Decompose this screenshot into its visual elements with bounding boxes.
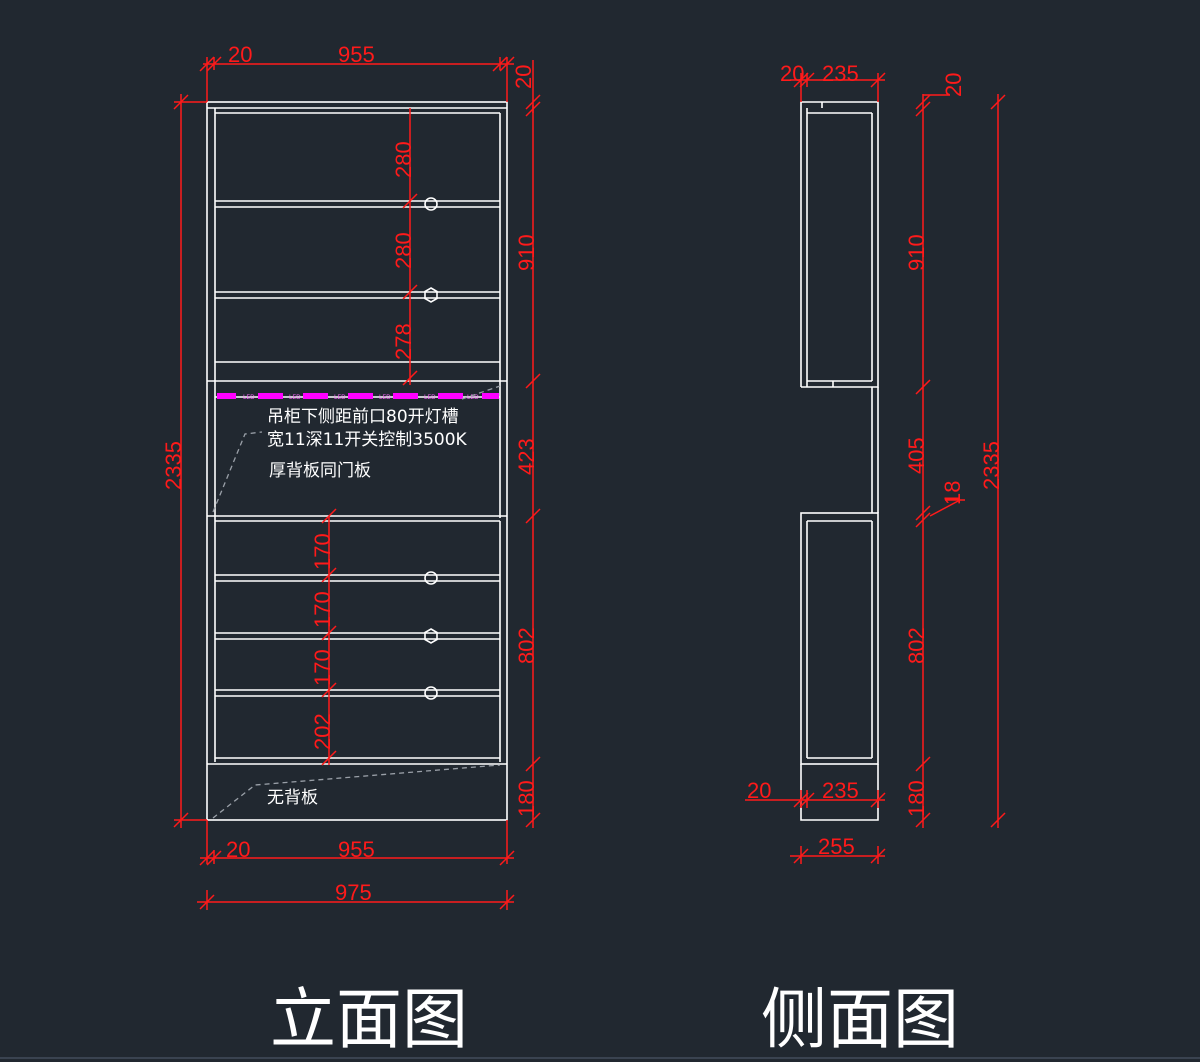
upper-shelf: [215, 200, 500, 208]
front-outer-frame: [206, 101, 508, 821]
thick-back-note: 厚背板同门板: [269, 461, 371, 481]
leader-line: [461, 385, 501, 400]
front-elevation: [206, 101, 508, 821]
shelf-pin-icon: [424, 571, 438, 585]
side-elevation: [800, 101, 879, 821]
leader-line: [212, 431, 263, 513]
leader-line: [212, 764, 501, 819]
dim-lower-shelf-2: 170: [310, 591, 335, 628]
dim-front-bottom-left: 20: [226, 837, 250, 862]
shelf-pin-icon: [424, 197, 438, 211]
side-upper-outline: [800, 101, 879, 388]
side-dimension-labels: 20 235 20 910 405 18 802 180 2335 20 235…: [747, 61, 1004, 859]
lower-shelf: [215, 574, 500, 582]
dim-front-lower-cabinet: 802: [514, 627, 539, 664]
dim-side-top-left: 20: [780, 61, 804, 86]
lower-shelf: [215, 632, 500, 640]
light-slot-note-line2: 宽11深11开关控制3500K: [267, 430, 468, 450]
led-label: LED: [243, 394, 255, 401]
led-strip: LED LED LED LED LED LED: [217, 393, 499, 401]
dim-upper-shelf-1: 280: [391, 141, 416, 178]
light-slot-note-line1: 吊柜下侧距前口80开灯槽: [267, 407, 459, 427]
dim-front-overall-height: 2335: [161, 441, 186, 490]
dim-side-middle-open: 405: [904, 437, 929, 474]
dim-side-overall-height: 2335: [979, 441, 1004, 490]
dim-front-top-right: 20: [511, 65, 536, 89]
dim-front-plinth: 180: [514, 780, 539, 817]
dim-lower-shelf-3: 170: [310, 649, 335, 686]
no-back-note: 无背板: [267, 788, 318, 808]
dim-upper-shelf-2: 280: [391, 232, 416, 269]
dim-lower-shelf-4: 202: [310, 713, 335, 750]
dim-side-bottom-left: 20: [747, 778, 771, 803]
leader-lines: [212, 385, 501, 819]
dim-front-bottom-width: 955: [338, 837, 375, 862]
shelf-pin-icon: [424, 628, 438, 644]
led-label: LED: [467, 394, 479, 401]
dim-side-plinth: 180: [904, 780, 929, 817]
dim-side-middle-panel: 18: [940, 481, 965, 505]
annotations: 吊柜下侧距前口80开灯槽 宽11深11开关控制3500K 厚背板同门板 无背板: [267, 407, 468, 808]
dim-front-middle-open: 423: [514, 438, 539, 475]
dim-side-bottom-depth: 235: [822, 778, 859, 803]
dim-side-upper-cabinet: 910: [904, 234, 929, 271]
dimension-lines: [173, 56, 1006, 910]
front-view-title: 立面图: [270, 981, 468, 1058]
led-label: LED: [379, 394, 391, 401]
dim-side-top-depth: 235: [822, 61, 859, 86]
led-label: LED: [334, 394, 346, 401]
dim-front-upper-cabinet: 910: [514, 234, 539, 271]
dim-front-top-width: 955: [338, 42, 375, 67]
dim-side-total-depth: 255: [818, 834, 855, 859]
side-view-title: 侧面图: [761, 981, 959, 1058]
led-label: LED: [424, 394, 436, 401]
dim-side-lower-cabinet: 802: [904, 627, 929, 664]
shelf-pin-icon: [424, 686, 438, 700]
front-dimension-labels: 20 955 20 2335 280 280 278 910 423 802 1…: [161, 42, 539, 905]
dim-lower-shelf-1: 170: [310, 533, 335, 570]
upper-shelf: [215, 291, 500, 299]
dim-upper-shelf-3: 278: [391, 323, 416, 360]
lower-shelf: [215, 689, 500, 697]
shelf-pin-icon: [424, 287, 438, 303]
dim-front-total-width: 975: [335, 880, 372, 905]
side-lower-outline: [800, 512, 879, 765]
dim-front-top-left: 20: [228, 42, 252, 67]
led-label: LED: [289, 394, 301, 401]
shelf-pins: [424, 197, 438, 700]
dim-side-top-right: 20: [941, 73, 966, 97]
